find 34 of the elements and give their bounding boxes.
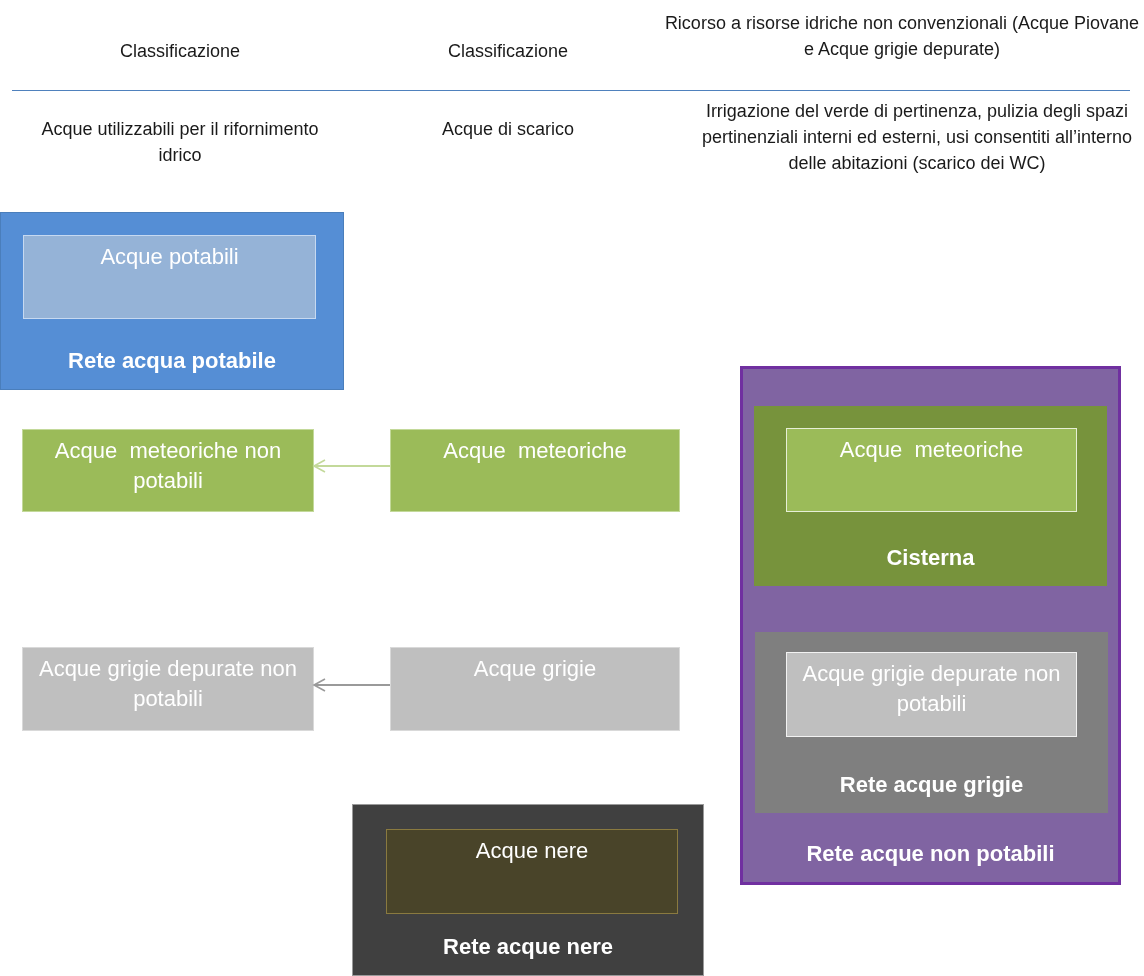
box-label: Acque meteoriche non potabili (53, 437, 283, 495)
water-box (786, 652, 1077, 737)
box-title: Rete acque grigie (838, 771, 1025, 799)
column-description: Acque di scarico (440, 118, 576, 141)
arrow (313, 459, 391, 473)
network-box (0, 212, 344, 390)
box-label: Acque meteoriche (838, 436, 1025, 464)
water-box (22, 429, 314, 512)
water-box (386, 829, 678, 914)
network-box (754, 406, 1107, 586)
network-box (755, 632, 1108, 813)
water-box (22, 647, 314, 731)
box-label: Acque grigie depurate non potabili (801, 660, 1062, 718)
box-title: Rete acqua potabile (67, 347, 277, 375)
box-title: Cisterna (885, 544, 976, 572)
network-box (352, 804, 704, 976)
arrow (313, 678, 391, 692)
column-description: Irrigazione del verde di pertinenza, pulizia degli spazi pertinenziali interni ed esterni, usi consentiti all’interno delle abitazioni (scarico dei WC) (700, 100, 1134, 175)
box-title: Rete acque nere (442, 933, 614, 961)
box-label: Acque nere (474, 837, 590, 865)
water-box (390, 429, 680, 512)
column-heading: Ricorso a risorse idriche non convenzionali (Acque Piovane e Acque grigie depurate) (663, 12, 1141, 61)
box-label: Acque grigie depurate non potabili (37, 655, 299, 713)
water-box (23, 235, 316, 319)
box-label: Acque meteoriche (442, 437, 628, 465)
box-label: Acque potabili (99, 243, 240, 271)
column-heading: Classificazione (118, 40, 242, 63)
water-box (786, 428, 1077, 512)
box-label: Acque grigie (472, 655, 598, 683)
network-box (740, 366, 1121, 885)
box-title: Rete acque non potabili (805, 840, 1056, 868)
column-heading: Classificazione (446, 40, 570, 63)
column-description: Acque utilizzabili per il rifornimento idrico (40, 118, 320, 167)
water-box (390, 647, 680, 731)
